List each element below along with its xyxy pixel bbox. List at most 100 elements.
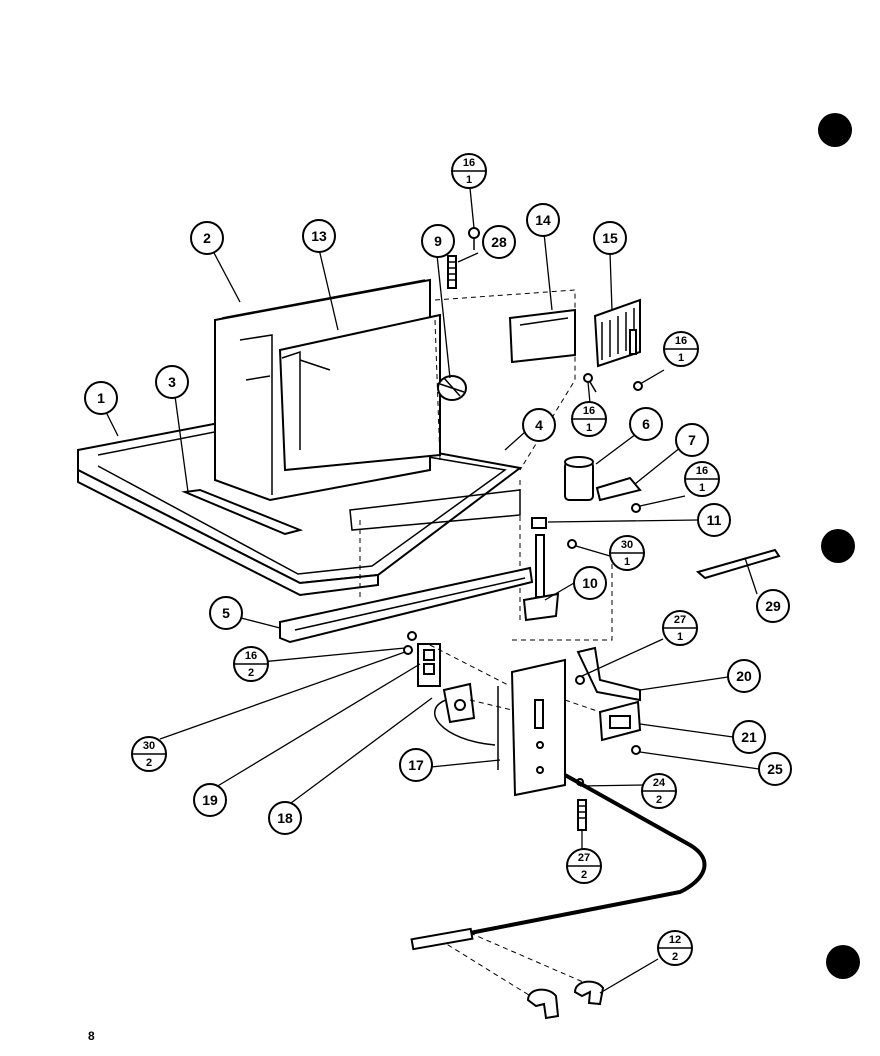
part-sensor xyxy=(434,682,496,746)
callout-20: 20 xyxy=(727,659,761,693)
callout-30-1: 301 xyxy=(609,535,645,571)
part-thermostat-bracket xyxy=(531,517,547,529)
callout-29: 29 xyxy=(756,589,790,623)
svg-text:27: 27 xyxy=(674,614,686,626)
svg-text:15: 15 xyxy=(602,230,618,246)
svg-text:14: 14 xyxy=(535,212,551,228)
svg-text:21: 21 xyxy=(741,729,757,745)
svg-text:2: 2 xyxy=(248,667,254,679)
callout-16-1-right: 161 xyxy=(663,331,699,367)
callout-2: 2 xyxy=(190,221,224,255)
svg-text:30: 30 xyxy=(143,740,155,752)
svg-text:16: 16 xyxy=(675,335,687,347)
assembly-line-d xyxy=(512,560,613,641)
callout-9: 9 xyxy=(421,224,455,258)
page-number: 8 xyxy=(88,1029,95,1043)
assembly-line-f xyxy=(469,932,591,986)
svg-text:30: 30 xyxy=(621,539,633,551)
callout-10: 10 xyxy=(573,566,607,600)
callout-25: 25 xyxy=(758,752,792,786)
svg-text:20: 20 xyxy=(736,668,752,684)
part-cord-clip-b xyxy=(573,980,605,1006)
part-control-panel xyxy=(497,658,566,797)
svg-text:13: 13 xyxy=(311,228,327,244)
punch-hole-middle xyxy=(821,529,855,563)
part-motor xyxy=(437,375,467,401)
svg-text:6: 6 xyxy=(642,416,650,432)
svg-text:10: 10 xyxy=(582,575,598,591)
svg-text:1: 1 xyxy=(97,390,105,406)
callout-17: 17 xyxy=(399,748,433,782)
part-front-rail xyxy=(279,566,534,644)
callout-12-2: 122 xyxy=(657,930,693,966)
callout-4: 4 xyxy=(522,408,556,442)
svg-text:16: 16 xyxy=(583,405,595,417)
callout-11: 11 xyxy=(697,503,731,537)
svg-text:9: 9 xyxy=(434,233,442,249)
assembly-line-e xyxy=(439,939,546,1006)
callout-1: 1 xyxy=(84,381,118,415)
callout-18: 18 xyxy=(268,801,302,835)
svg-text:1: 1 xyxy=(624,556,630,568)
svg-text:17: 17 xyxy=(408,757,424,773)
punch-hole-bottom xyxy=(826,945,860,979)
svg-text:2: 2 xyxy=(146,757,152,769)
part-cord-clip-a xyxy=(526,988,560,1020)
part-power-cord xyxy=(410,773,707,951)
part-screw-c xyxy=(631,503,641,513)
callout-28: 28 xyxy=(482,225,516,259)
svg-text:24: 24 xyxy=(653,777,666,789)
callout-3: 3 xyxy=(155,365,189,399)
svg-text:18: 18 xyxy=(277,810,293,826)
callout-14: 14 xyxy=(526,203,560,237)
part-bolt xyxy=(577,799,587,831)
svg-text:2: 2 xyxy=(203,230,211,246)
part-capacitor xyxy=(564,456,594,501)
assembly-line-a xyxy=(429,644,511,687)
callout-6: 6 xyxy=(629,407,663,441)
svg-text:29: 29 xyxy=(765,598,781,614)
part-spring xyxy=(447,255,457,289)
svg-text:2: 2 xyxy=(672,951,678,963)
svg-text:11: 11 xyxy=(707,512,722,528)
part-screw-e xyxy=(407,631,417,641)
part-tool xyxy=(695,548,781,580)
callout-16-1-top: 161 xyxy=(451,153,487,189)
assembly-line-c xyxy=(564,699,601,713)
svg-text:3: 3 xyxy=(168,374,176,390)
svg-text:2: 2 xyxy=(656,794,662,806)
part-screw-f xyxy=(403,645,413,655)
svg-text:16: 16 xyxy=(463,157,475,169)
callout-16-1-middle: 161 xyxy=(571,401,607,437)
callout-15: 15 xyxy=(593,221,627,255)
leader-lines xyxy=(105,187,760,994)
punch-hole-top xyxy=(818,113,852,147)
svg-text:2: 2 xyxy=(581,869,587,881)
part-switch xyxy=(417,643,441,687)
svg-text:1: 1 xyxy=(677,631,683,643)
part-capacitor-strap xyxy=(595,476,642,502)
svg-text:27: 27 xyxy=(578,852,590,864)
part-rail xyxy=(181,488,304,536)
part-screw-g xyxy=(575,675,585,685)
callout-13: 13 xyxy=(302,219,336,253)
svg-text:28: 28 xyxy=(491,234,507,250)
part-relay xyxy=(598,700,642,742)
part-control-bracket xyxy=(508,308,576,364)
callout-16-1-lower: 161 xyxy=(684,461,720,497)
svg-text:1: 1 xyxy=(466,174,472,186)
callout-27-1: 271 xyxy=(662,610,698,646)
callout-24-2: 242 xyxy=(641,773,677,809)
svg-text:1: 1 xyxy=(699,482,705,494)
part-screw-a xyxy=(583,373,597,393)
svg-text:5: 5 xyxy=(222,605,230,621)
svg-text:1: 1 xyxy=(586,422,592,434)
svg-text:25: 25 xyxy=(767,761,783,777)
part-grille xyxy=(593,298,641,368)
callout-16-2: 162 xyxy=(233,646,269,682)
callout-19: 19 xyxy=(193,783,227,817)
svg-text:19: 19 xyxy=(202,792,218,808)
svg-text:1: 1 xyxy=(678,352,684,364)
svg-text:12: 12 xyxy=(669,934,681,946)
